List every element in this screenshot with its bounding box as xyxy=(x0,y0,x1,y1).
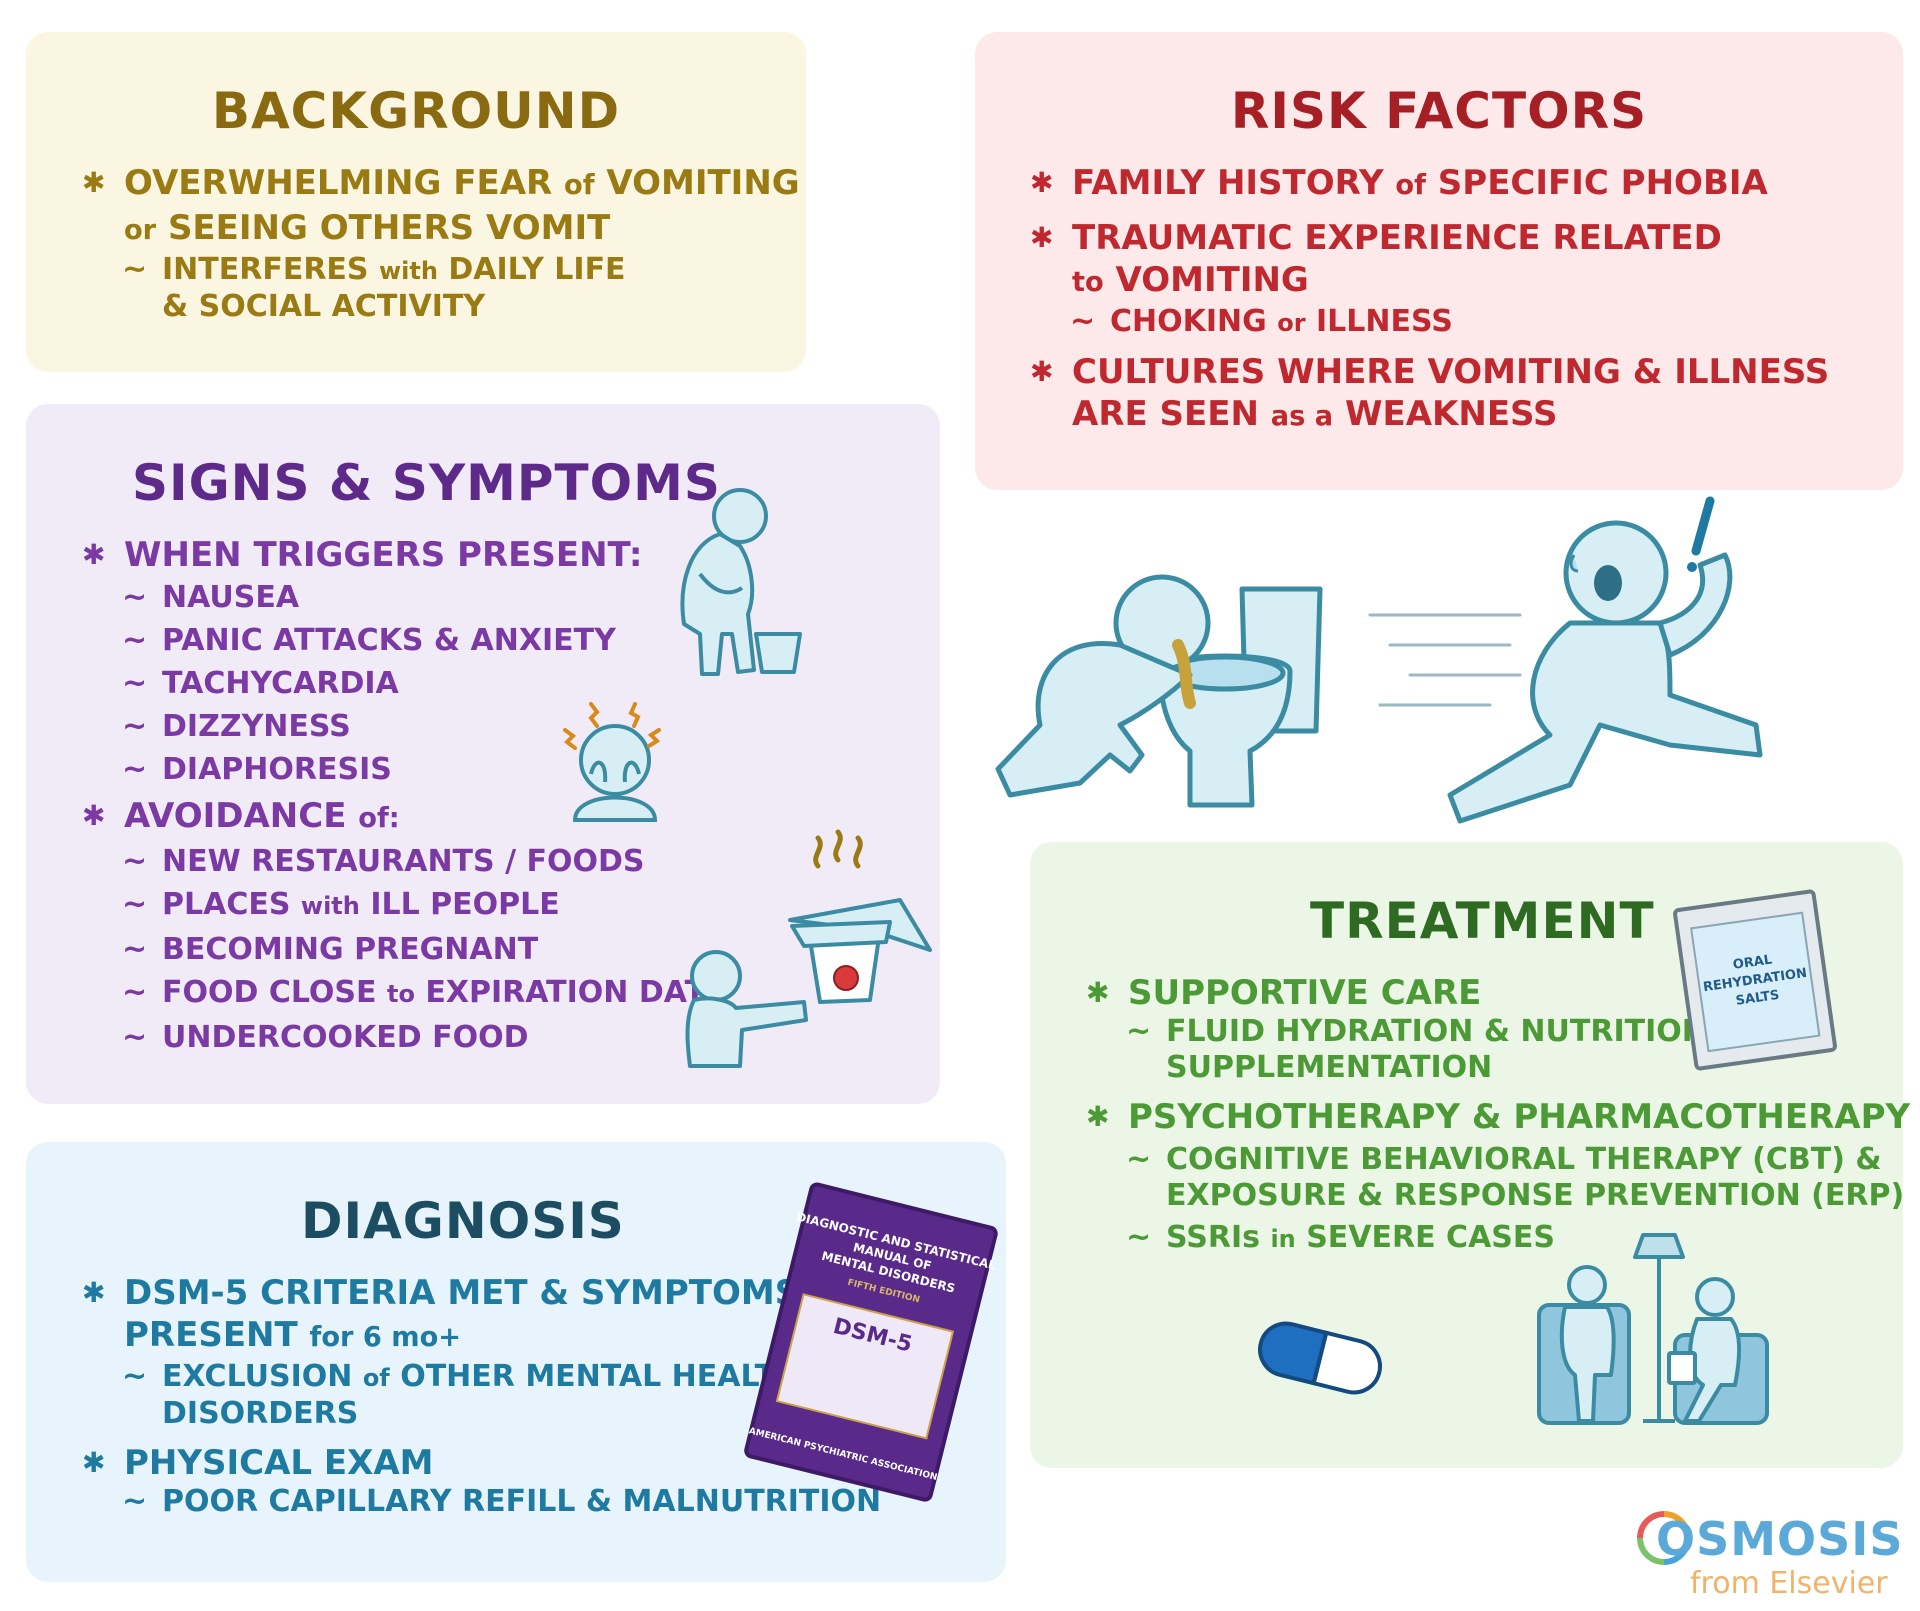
background-sub-interferes: INTERFERES with DAILY LIFE & SOCIAL ACTI… xyxy=(82,252,800,325)
risk-bullet-traumatic: TRAUMATIC EXPERIENCE RELATED to VOMITING xyxy=(1030,217,1829,304)
spoiled-food-illustration xyxy=(685,829,932,1068)
dsm-book-illustration: DIAGNOSTIC AND STATISTICAL MANUAL OF MEN… xyxy=(744,1182,998,1502)
signs-avoid-item: FOOD CLOSE to EXPIRATION DATE xyxy=(82,971,726,1016)
background-panel: BACKGROUND OVERWHELMING FEAR of VOMITING… xyxy=(26,32,806,372)
signs-trigger-item: PANIC ATTACKS & ANXIETY xyxy=(82,619,726,662)
risk-factors-panel: RISK FACTORS FAMILY HISTORY of SPECIFIC … xyxy=(975,32,1903,490)
treatment-sub-hydration: FLUID HYDRATION & NUTRITION SUPPLEMENTAT… xyxy=(1086,1014,1910,1086)
treatment-title: TREATMENT xyxy=(1310,892,1655,950)
risk-bullet-cultures: CULTURES WHERE VOMITING & ILLNESS ARE SE… xyxy=(1030,351,1829,438)
toilet-vomiting-illustration xyxy=(995,574,1323,808)
signs-trigger-item: DIAPHORESIS xyxy=(82,748,726,791)
osmosis-logo-ring-icon xyxy=(1637,1511,1691,1565)
signs-avoid-item: UNDERCOOKED FOOD xyxy=(82,1016,726,1059)
background-bullet-fear: OVERWHELMING FEAR of VOMITING or SEEING … xyxy=(82,162,800,252)
treatment-bullet-supportive: SUPPORTIVE CARE xyxy=(1086,972,1910,1014)
diagnosis-bullet-exam: PHYSICAL EXAM xyxy=(82,1442,881,1484)
risk-factors-title: RISK FACTORS xyxy=(1230,82,1648,140)
signs-trigger-item: NAUSEA xyxy=(82,576,726,619)
signs-avoid-item: BECOMING PREGNANT xyxy=(82,928,726,971)
diagnosis-sub-exclusion: EXCLUSION of OTHER MENTAL HEALTH DISORDE… xyxy=(82,1359,881,1432)
pill-capsule-illustration xyxy=(1258,1321,1382,1395)
signs-avoid-item: NEW RESTAURANTS / FOODS xyxy=(82,840,726,883)
therapy-session-illustration xyxy=(1537,1233,1769,1425)
nausea-figure-illustration xyxy=(680,488,802,676)
signs-symptoms-panel: SIGNS & SYMPTOMS WHEN TRIGGERS PRESENT: … xyxy=(26,404,940,1104)
running-figure-illustration xyxy=(1368,496,1763,824)
packet-label-line: SALTS xyxy=(1735,988,1780,1009)
signs-avoid-item: PLACES with ILL PEOPLE xyxy=(82,883,726,928)
signs-bullet-avoidance: AVOIDANCE of: xyxy=(82,795,726,840)
osmosis-brand: OSMOSIS xyxy=(1656,1512,1904,1566)
signs-trigger-item: TACHYCARDIA xyxy=(82,662,726,705)
osmosis-subtitle: from Elsevier xyxy=(1690,1566,1888,1601)
diagnosis-title: DIAGNOSIS xyxy=(301,1192,625,1250)
risk-bullet-family: FAMILY HISTORY of SPECIFIC PHOBIA xyxy=(1030,162,1829,207)
signs-trigger-item: DIZZYNESS xyxy=(82,705,726,748)
treatment-sub-ssri: SSRIs in SEVERE CASES xyxy=(1086,1220,1910,1257)
treatment-sub-cbt: COGNITIVE BEHAVIORAL THERAPY (CBT) & EXP… xyxy=(1086,1142,1910,1214)
rehydration-packet-illustration: ORAL REHYDRATION SALTS xyxy=(1673,889,1837,1071)
risk-sub-choking: CHOKING or ILLNESS xyxy=(1030,304,1829,341)
treatment-bullet-psychotherapy: PSYCHOTHERAPY & PHARMACOTHERAPY xyxy=(1086,1096,1910,1138)
dizzy-head-illustration xyxy=(563,702,661,822)
signs-symptoms-title: SIGNS & SYMPTOMS xyxy=(132,454,721,512)
diagnosis-sub-capillary: POOR CAPILLARY REFILL & MALNUTRITION xyxy=(82,1484,881,1520)
background-title: BACKGROUND xyxy=(211,82,621,140)
signs-bullet-triggers: WHEN TRIGGERS PRESENT: xyxy=(82,534,726,576)
packet-label-line: ORAL xyxy=(1732,953,1773,973)
diagnosis-bullet-dsm: DSM-5 CRITERIA MET & SYMPTOMS PRESENT fo… xyxy=(82,1272,881,1359)
